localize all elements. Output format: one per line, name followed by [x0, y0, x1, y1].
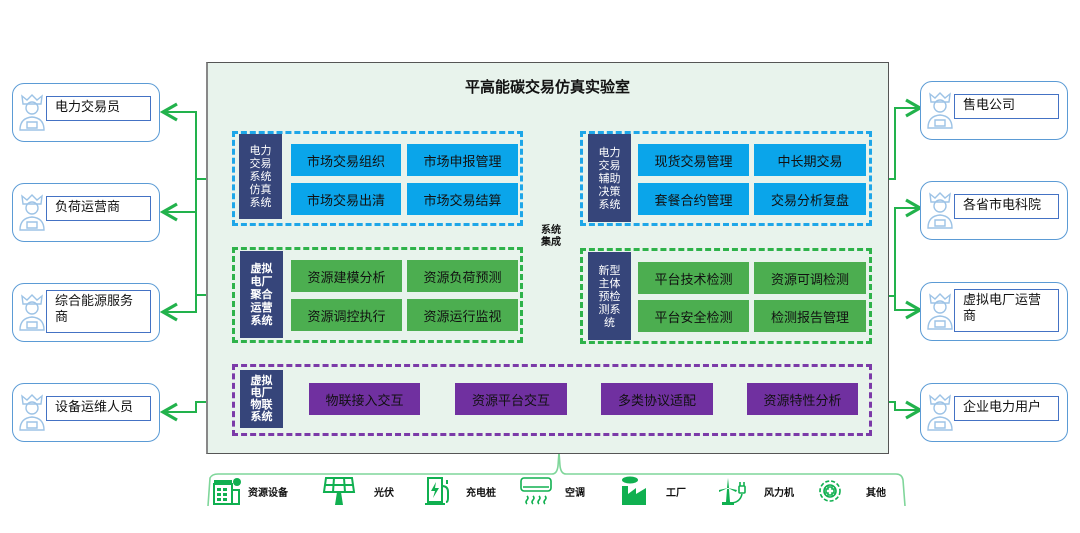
building-icon — [213, 478, 241, 505]
user-avatar-icon — [19, 394, 45, 431]
wind-turbine-icon — [719, 478, 746, 505]
actor-energy-service-provider[interactable]: 综合能源服务商 — [12, 283, 160, 342]
actor-power-trader[interactable]: 电力交易员 — [12, 83, 160, 142]
actor-name: 电力交易员 — [46, 96, 151, 121]
user-avatar-icon — [927, 92, 953, 129]
resource-label: 充电桩 — [466, 487, 496, 499]
trading-sim-group — [232, 131, 523, 226]
trading-sim-label: 电力 交易 系统 仿真 系统 — [239, 134, 282, 219]
factory-icon — [622, 476, 646, 505]
cell-platform-tech-check[interactable]: 平台技术检测 — [638, 262, 749, 294]
user-avatar-icon — [19, 194, 45, 231]
resource-label: 其他 — [866, 487, 886, 499]
cell-spot-trading[interactable]: 现货交易管理 — [638, 144, 749, 176]
actor-enterprise-user[interactable]: 企业电力用户 — [920, 383, 1068, 442]
cell-market-clear[interactable]: 市场交易出清 — [291, 183, 401, 215]
cell-trading-review[interactable]: 交易分析复盘 — [754, 183, 866, 215]
actor-name: 企业电力用户 — [954, 396, 1059, 421]
resource-label: 风力机 — [764, 487, 794, 499]
user-avatar-icon — [927, 192, 953, 229]
actor-name: 售电公司 — [954, 94, 1059, 119]
actor-load-operator[interactable]: 负荷运营商 — [12, 183, 160, 242]
cell-load-forecast[interactable]: 资源负荷预测 — [407, 260, 518, 292]
user-avatar-icon — [927, 394, 953, 431]
user-avatar-icon — [19, 94, 45, 131]
vpp-iot-group — [232, 364, 872, 436]
actor-power-retailer[interactable]: 售电公司 — [920, 81, 1068, 140]
cell-iot-access[interactable]: 物联接入交互 — [309, 383, 420, 415]
pre-check-group — [580, 248, 872, 344]
resource-item-wind: 风力机 — [716, 476, 794, 506]
charging-pile-icon — [425, 477, 449, 505]
actor-name: 负荷运营商 — [46, 196, 151, 221]
lab-title: 平高能碳交易仿真实验室 — [464, 78, 630, 96]
cell-resource-monitor[interactable]: 资源运行监视 — [407, 299, 518, 331]
integration-label: 系统 集成 — [541, 225, 561, 248]
resource-item-pv: 光伏 — [322, 476, 394, 506]
cell-resource-control[interactable]: 资源调控执行 — [291, 299, 402, 331]
vpp-ops-group — [232, 247, 523, 343]
resource-label: 空调 — [565, 487, 585, 499]
vpp-ops-label: 虚拟 电厂 聚合 运营 系统 — [240, 251, 283, 338]
actor-provincial-institute[interactable]: 各省市电科院 — [920, 181, 1068, 240]
resource-item-other: 其他 — [814, 476, 886, 506]
resource-item-charger: 充电桩 — [424, 476, 496, 506]
cell-platform-interaction[interactable]: 资源平台交互 — [455, 383, 567, 415]
user-avatar-icon — [19, 294, 45, 331]
user-avatar-icon — [927, 293, 953, 330]
decision-support-label: 电力 交易 辅助 决策 系统 — [588, 134, 631, 222]
decision-support-group — [580, 131, 872, 226]
actor-vpp-operator[interactable]: 虚拟电厂运营商 — [920, 282, 1068, 341]
actor-name: 虚拟电厂运营商 — [954, 289, 1059, 332]
resource-item-factory: 工厂 — [620, 476, 686, 506]
actor-name: 各省市电科院 — [954, 194, 1059, 219]
vpp-iot-label: 虚拟 电厂 物联 系统 — [240, 370, 283, 428]
resource-label: 工厂 — [666, 487, 686, 499]
resource-label: 资源设备 — [248, 487, 288, 499]
cell-resource-characteristic[interactable]: 资源特性分析 — [747, 383, 858, 415]
cell-resource-modeling[interactable]: 资源建模分析 — [291, 260, 402, 292]
cell-market-declare[interactable]: 市场申报管理 — [407, 144, 518, 176]
cell-protocol-adapt[interactable]: 多类协议适配 — [601, 383, 713, 415]
air-conditioner-icon — [520, 477, 552, 505]
actor-name: 综合能源服务商 — [46, 290, 151, 333]
gear-plus-icon — [819, 480, 841, 502]
actor-name: 设备运维人员 — [46, 396, 151, 421]
cell-market-settle[interactable]: 市场交易结算 — [407, 183, 518, 215]
cell-resource-adjust-check[interactable]: 资源可调检测 — [754, 262, 866, 294]
connector-left-load — [159, 179, 197, 222]
resource-item-ac: 空调 — [519, 476, 585, 506]
pre-check-label: 新型 主体 预检 测系 统 — [588, 252, 631, 340]
actor-maintenance-staff[interactable]: 设备运维人员 — [12, 383, 160, 442]
resource-item-equipment: 资源设备 — [212, 476, 288, 506]
cell-market-organize[interactable]: 市场交易组织 — [291, 144, 401, 176]
cell-package-contract[interactable]: 套餐合约管理 — [638, 183, 749, 215]
cell-platform-security-check[interactable]: 平台安全检测 — [638, 300, 749, 332]
cell-check-report[interactable]: 检测报告管理 — [754, 300, 866, 332]
solar-panel-icon — [322, 477, 356, 505]
resource-label: 光伏 — [374, 487, 394, 499]
cell-long-term-trading[interactable]: 中长期交易 — [754, 144, 866, 176]
